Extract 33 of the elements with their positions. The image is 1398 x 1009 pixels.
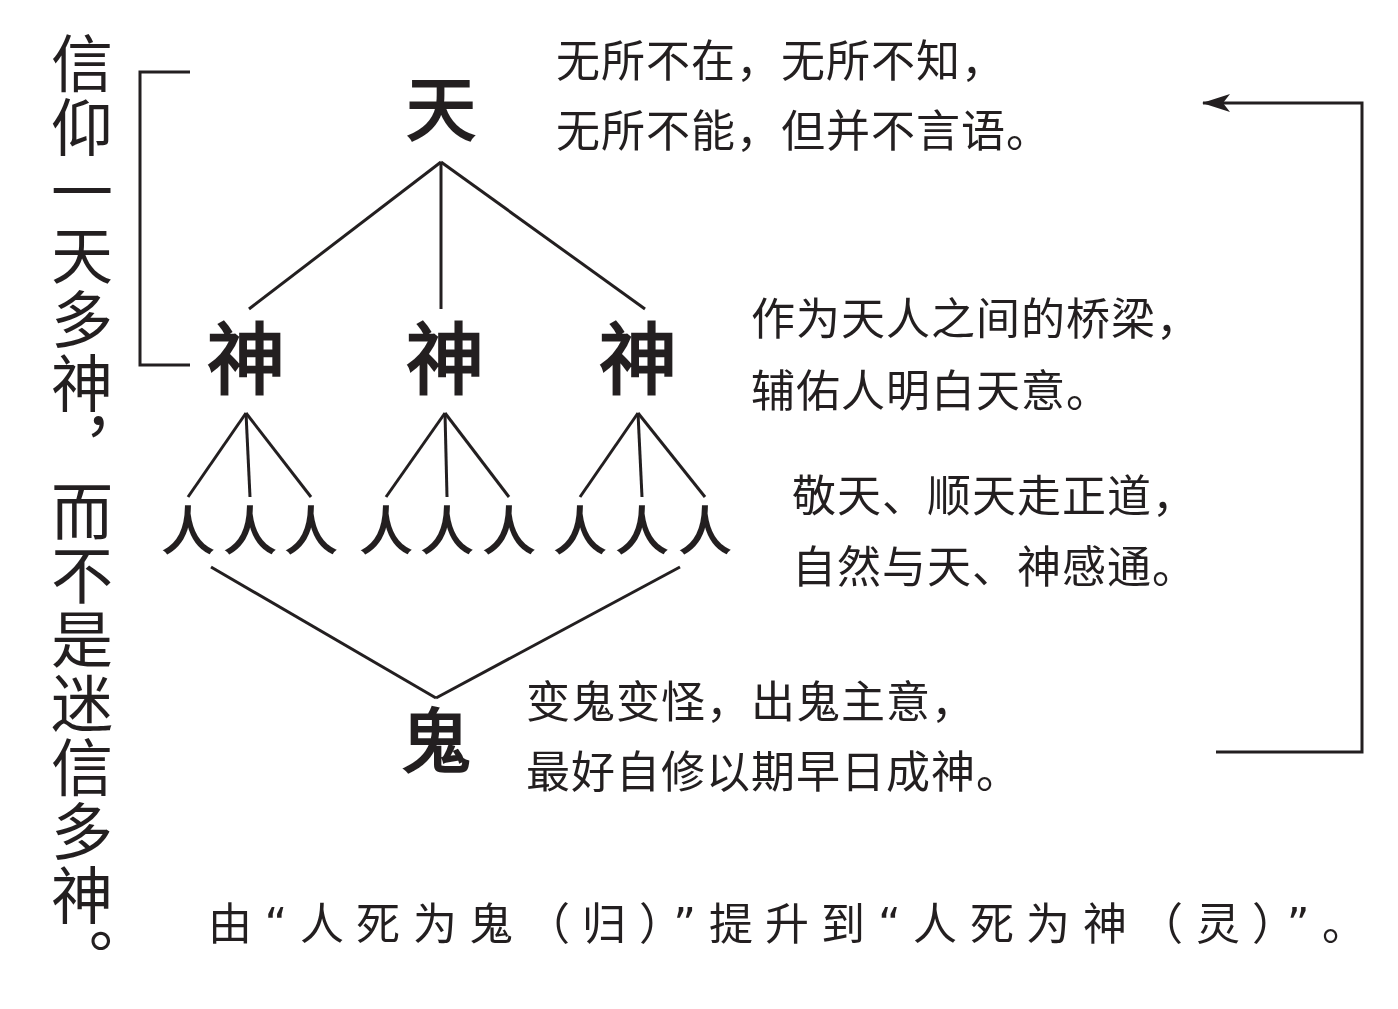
connector-line [210,565,437,700]
connector-line [435,565,681,700]
person-character: 人 [224,497,276,567]
connector-line [578,412,640,498]
connector-line [244,412,313,498]
person-character: 人 [616,497,668,567]
person-character: 人 [360,497,412,567]
connector-line [244,412,252,498]
god-character: 神 [207,309,285,413]
connector-line [636,412,707,498]
description-text: 敬天、顺天走正道，自然与天、神感通。 [792,470,1197,595]
person-character: 人 [679,497,731,567]
description-text: 无所不在，无所不知，无所不能，但并不言语。 [556,35,1051,159]
person-character: 人 [554,497,606,567]
person-character: 人 [483,497,535,567]
connector-line [248,160,442,311]
person-character: 人 [421,497,473,567]
connector-line [443,412,511,498]
heaven-character: 天 [406,60,476,162]
person-character: 人 [285,497,337,567]
caption-text: 由“人死为鬼（归）”提升到“人死为神（灵）”。 [208,900,1366,950]
ghost-character: 鬼 [401,698,471,788]
description-text: 作为天人之间的桥梁，辅佑人明白天意。 [751,293,1201,419]
connector-line [443,412,449,498]
god-character: 神 [406,309,484,413]
connector-line [636,412,644,498]
connector-line [186,412,248,498]
god-character: 神 [599,309,677,413]
description-text: 变鬼变怪，出鬼主意，最好自修以期早日成神。 [526,676,1021,800]
person-character: 人 [162,497,214,567]
connector-line [384,412,447,498]
connector-line [439,162,443,309]
connector-line [440,160,646,311]
